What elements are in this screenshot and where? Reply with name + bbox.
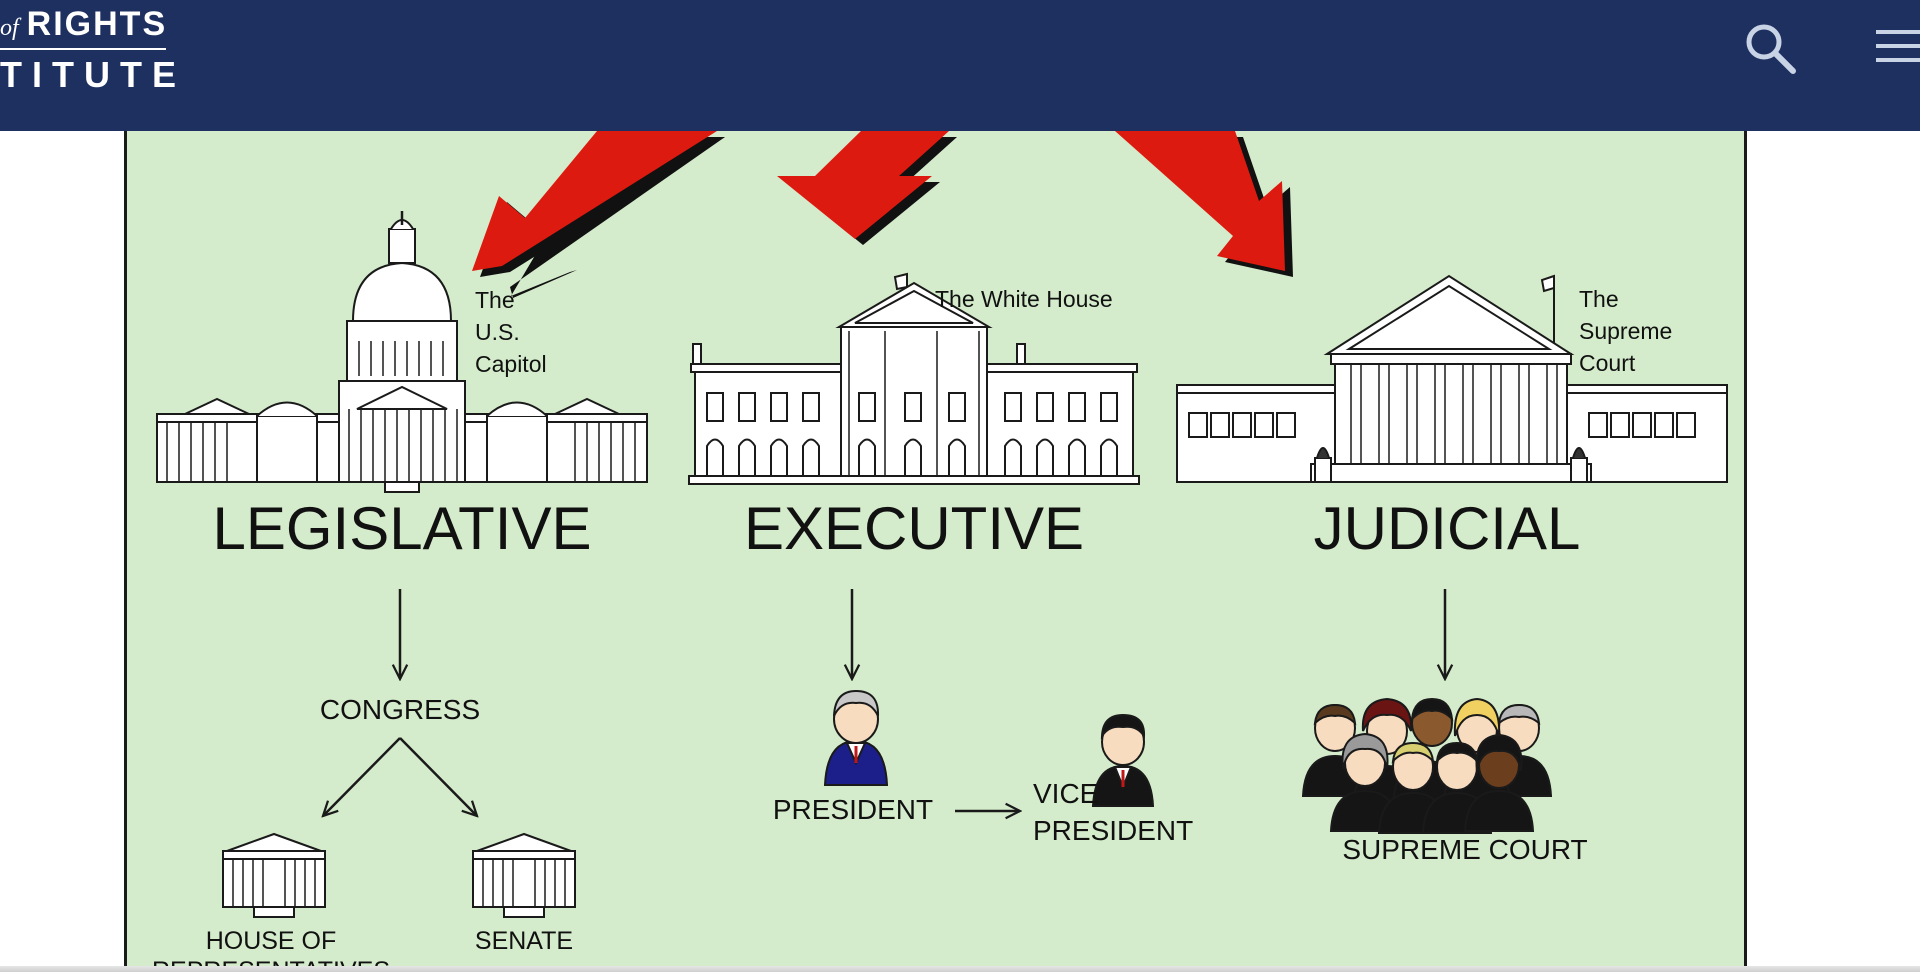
house-label: HOUSE OF xyxy=(206,927,337,955)
diagram-canvas: The U.S. Capitol xyxy=(152,131,1728,972)
vice-president-label: PRESIDENT xyxy=(1033,815,1193,846)
vice-label: VICE xyxy=(1033,778,1098,809)
menu-button[interactable] xyxy=(1870,22,1920,72)
legislative-title: LEGISLATIVE xyxy=(212,495,591,562)
supreme-court-illustration xyxy=(1176,274,1728,483)
vice-president-figure xyxy=(1091,713,1155,807)
svg-text:The White House: The White House xyxy=(935,286,1113,312)
red-arrow-center xyxy=(777,131,957,245)
congress-to-senate-arrow xyxy=(399,737,477,816)
search-icon xyxy=(1746,24,1796,74)
logo-word-institute: TITUTE xyxy=(0,54,186,95)
white-house-label: The White House xyxy=(935,286,1113,312)
site-header: of RIGHTS TITUTE xyxy=(0,0,1920,131)
svg-text:Supreme: Supreme xyxy=(1579,318,1672,344)
executive-title: EXECUTIVE xyxy=(744,495,1084,562)
logo-word-rights: RIGHTS xyxy=(26,5,168,43)
svg-text:U.S.: U.S. xyxy=(475,319,520,345)
branches-of-government-diagram: The U.S. Capitol xyxy=(124,131,1747,972)
capitol-building-illustration xyxy=(156,211,648,493)
judicial-title: JUDICIAL xyxy=(1314,495,1581,562)
justices-group-illustration xyxy=(1301,697,1553,834)
supreme-court-name-label: SUPREME COURT xyxy=(1342,834,1587,865)
logo-divider xyxy=(0,48,166,50)
senate-label: SENATE xyxy=(475,927,573,955)
house-building-illustration xyxy=(222,832,326,918)
page-bottom-edge xyxy=(0,966,1920,972)
search-button[interactable] xyxy=(1740,18,1800,78)
capitol-label: The U.S. Capitol xyxy=(475,287,547,377)
president-figure xyxy=(823,689,889,786)
hamburger-menu-icon xyxy=(1876,30,1920,62)
logo-prefix: of xyxy=(0,15,19,41)
senate-building-illustration xyxy=(472,832,576,918)
red-arrow-left xyxy=(472,131,725,298)
red-arrow-right xyxy=(1115,131,1293,277)
white-house-illustration xyxy=(688,272,1140,485)
svg-text:Court: Court xyxy=(1579,350,1636,376)
president-label: PRESIDENT xyxy=(773,794,933,825)
logo-line1: of RIGHTS xyxy=(0,6,167,49)
svg-text:Capitol: Capitol xyxy=(475,351,547,377)
congress-to-house-arrow xyxy=(323,737,401,816)
svg-text:The: The xyxy=(1579,286,1619,312)
svg-text:The: The xyxy=(475,287,515,313)
supreme-court-label: The Supreme Court xyxy=(1579,286,1672,376)
congress-label: CONGRESS xyxy=(320,694,480,725)
